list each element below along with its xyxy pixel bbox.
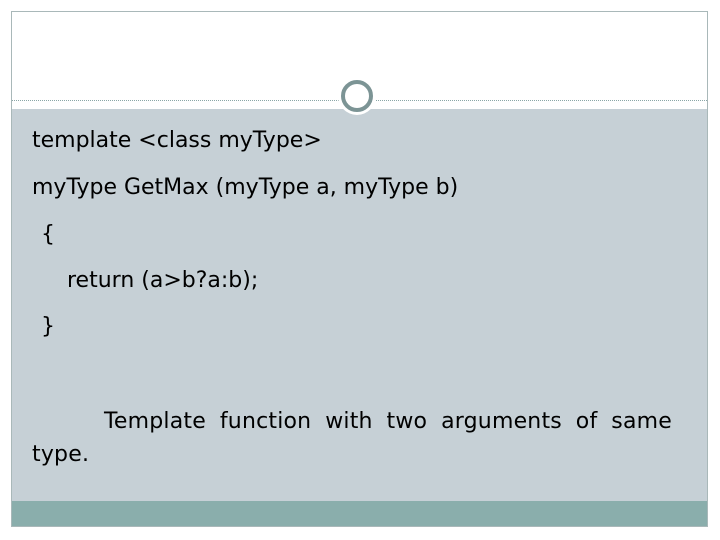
circle-ornament-icon [341,80,373,112]
code-line-template-declaration: template <class myType> [32,128,322,153]
slide: template <class myType> myType GetMax (m… [11,11,708,527]
code-line-function-signature: myType GetMax (myType a, myType b) [32,175,459,200]
footer-bar [12,501,707,526]
code-line-close-brace: } [41,314,55,339]
code-line-return-statement: return (a>b?a:b); [67,268,259,293]
code-line-open-brace: { [41,222,55,247]
slide-description: Template function with two arguments of … [32,409,672,467]
content-panel [12,109,707,503]
